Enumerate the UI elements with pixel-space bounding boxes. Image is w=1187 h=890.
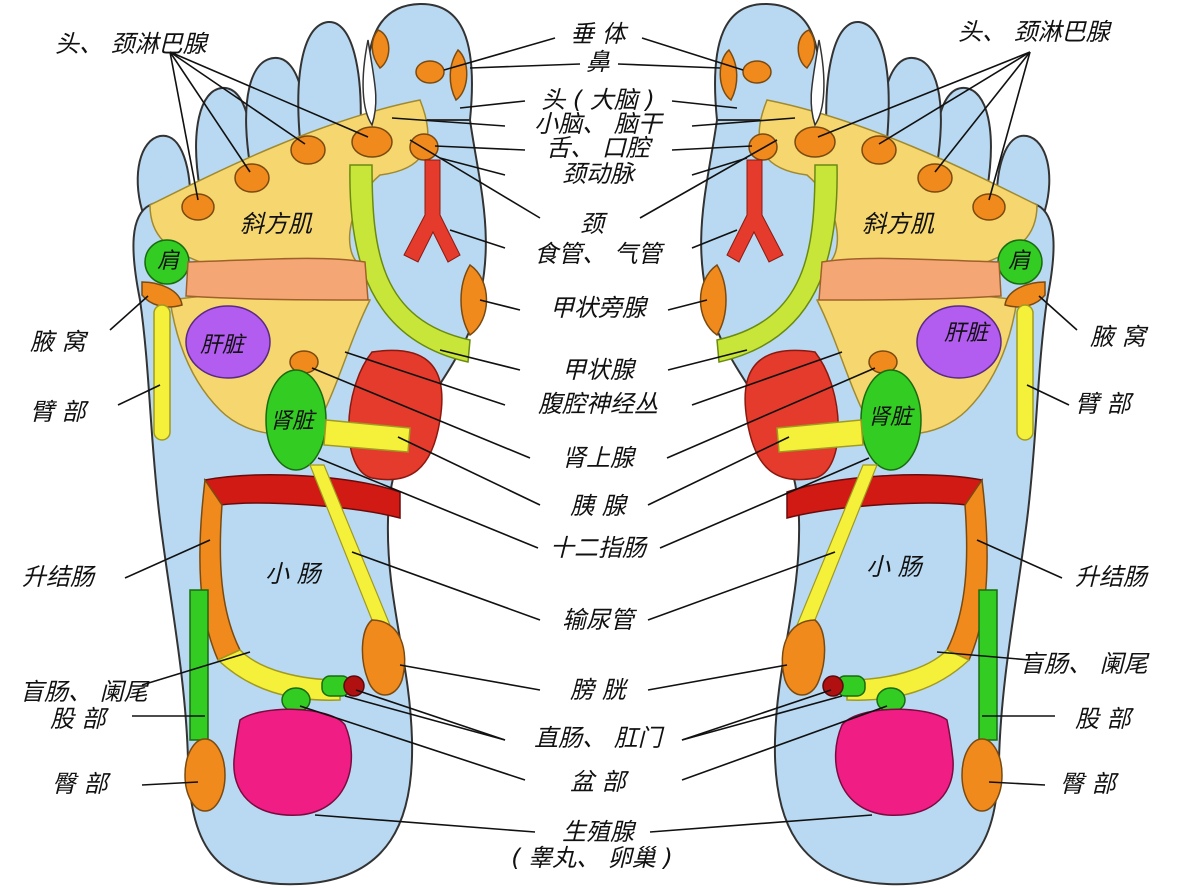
- label-genital: 生殖腺: [562, 818, 637, 846]
- label-bladder: 膀 胱: [570, 676, 629, 704]
- left-pituitary-spot: [415, 60, 445, 84]
- right-foot: [699, 2, 1055, 886]
- label-arm-left: 臂 部: [30, 398, 90, 426]
- left-anus: [343, 675, 365, 697]
- left-tongue-spot: [409, 133, 439, 161]
- left-hip: [184, 738, 226, 812]
- left-nose-zone: [449, 48, 468, 102]
- label-esophagus-trachea: 食管、 气管: [534, 240, 666, 268]
- label-celiac-plexus: 腹腔神经丛: [538, 390, 658, 418]
- left-esophagus: [403, 159, 461, 263]
- label-parathyroid: 甲状旁腺: [550, 294, 649, 322]
- label-genital-detail: ( 睾丸、 卵巢 ): [511, 844, 673, 872]
- label-hip-right: 臀 部: [1060, 770, 1120, 798]
- right-lymph-spot-2: [917, 163, 953, 193]
- label-ascending-colon-left: 升结肠: [22, 563, 96, 591]
- right-toe-gap: [810, 39, 825, 127]
- left-armpit: [141, 281, 183, 308]
- right-anus: [822, 675, 844, 697]
- label-ascending-colon-right: 升结肠: [1075, 563, 1149, 591]
- right-bladder: [781, 619, 826, 696]
- label-femur-left: 股 部: [50, 705, 110, 733]
- left-thyroid: [349, 164, 471, 363]
- label-liver-left: 肝脏: [200, 333, 247, 358]
- right-armpit: [1004, 281, 1046, 308]
- right-thyroid: [716, 164, 838, 363]
- label-duodenum: 十二指肠: [550, 534, 648, 562]
- label-shoulder-left: 肩: [157, 249, 180, 274]
- left-lymph-spot-1: [181, 193, 215, 221]
- right-hip: [961, 738, 1003, 812]
- label-brain: 头 ( 大脑 ): [541, 86, 655, 114]
- label-arm-right: 臂 部: [1075, 390, 1135, 418]
- label-rectum-anus: 直肠、 肛门: [534, 724, 665, 752]
- leader-lines: [109, 37, 1078, 833]
- label-head-neck-lymph-left: 头、 颈淋巴腺: [55, 30, 210, 58]
- label-trapezius-right: 斜方肌: [862, 210, 935, 238]
- label-armpit-right: 腋 窝: [1090, 323, 1149, 351]
- label-trapezius-left: 斜方肌: [240, 210, 313, 238]
- right-femur: [978, 589, 998, 741]
- left-foot: [132, 2, 488, 886]
- label-femur-right: 股 部: [1075, 705, 1135, 733]
- label-thyroid: 甲状腺: [562, 356, 637, 384]
- left-toe-gap: [362, 39, 377, 127]
- label-hip-left: 臀 部: [52, 770, 112, 798]
- left-arm-strip: [153, 304, 171, 441]
- label-small-intestine-right: 小 肠: [866, 553, 924, 581]
- label-kidney-right: 肾脏: [868, 405, 915, 430]
- right-lymph-spot-1: [972, 193, 1006, 221]
- labels: 头、 颈淋巴腺 头、 颈淋巴腺 垂 体 鼻 头 ( 大脑 ) 小脑、 脑干 舌、…: [20, 18, 1150, 872]
- left-transverse-colon: [203, 474, 401, 519]
- right-cerebellum-spot: [794, 126, 836, 158]
- right-toe-2: [825, 20, 890, 141]
- left-trapezius: [185, 257, 369, 301]
- left-toe2-tip: [371, 29, 390, 70]
- label-neck: 颈: [580, 210, 608, 238]
- left-genital: [233, 708, 353, 816]
- label-pancreas: 胰 腺: [570, 492, 629, 520]
- left-bladder: [361, 619, 406, 696]
- label-adrenal: 肾上腺: [562, 444, 637, 472]
- left-lymph-spot-3: [290, 135, 326, 165]
- label-ureter: 输尿管: [562, 606, 638, 634]
- left-lymph-spot-2: [234, 163, 270, 193]
- left-liver: [185, 305, 271, 379]
- right-pituitary-spot: [742, 60, 772, 84]
- right-parathyroid: [699, 263, 727, 337]
- label-shoulder-right: 肩: [1008, 249, 1031, 274]
- right-tongue-spot: [748, 133, 778, 161]
- label-cerebellum: 小脑、 脑干: [534, 110, 665, 138]
- left-pancreas: [323, 419, 411, 453]
- right-arm-strip: [1016, 304, 1034, 441]
- left-parathyroid: [460, 263, 488, 337]
- label-kidney-left: 肾脏: [270, 409, 317, 434]
- label-small-intestine-left: 小 肠: [265, 560, 323, 588]
- right-liver: [916, 305, 1002, 379]
- label-pelvis: 盆 部: [570, 768, 630, 796]
- label-nose: 鼻: [586, 48, 610, 76]
- right-toe2-tip: [797, 29, 816, 70]
- label-cecum-appendix-right: 盲肠、 阑尾: [1020, 650, 1150, 678]
- right-pancreas: [776, 419, 864, 453]
- label-pituitary: 垂 体: [570, 20, 629, 48]
- left-cerebellum-spot: [351, 126, 393, 158]
- right-genital: [834, 708, 954, 816]
- label-carotid: 颈动脉: [562, 160, 636, 188]
- label-cecum-appendix-left: 盲肠、 阑尾: [20, 678, 150, 706]
- right-transverse-colon: [786, 474, 984, 519]
- right-esophagus: [726, 159, 784, 263]
- label-tongue-mouth: 舌、 口腔: [546, 134, 654, 162]
- left-toe-2: [297, 20, 362, 141]
- label-liver-right: 肝脏: [944, 321, 991, 346]
- right-lymph-spot-3: [861, 135, 897, 165]
- right-trapezius: [818, 257, 1002, 301]
- label-armpit-left: 腋 窝: [30, 328, 89, 356]
- label-head-neck-lymph-right: 头、 颈淋巴腺: [958, 18, 1113, 46]
